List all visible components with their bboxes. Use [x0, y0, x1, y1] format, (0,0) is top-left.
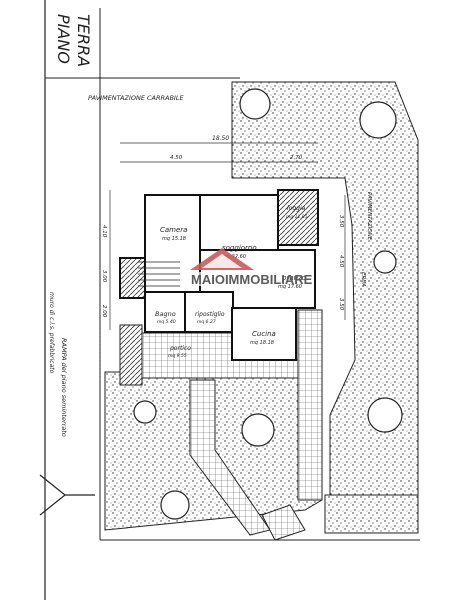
- ramp: [119, 324, 143, 386]
- room-area-ripostiglio: mq 6.27: [197, 319, 216, 325]
- north-arrow-icon: [39, 474, 95, 516]
- room-ripostiglio: [184, 291, 234, 333]
- room-area-loggia: mq 11.05: [286, 214, 308, 220]
- stairwell: [119, 257, 146, 299]
- logo: MAIOIMMOBILIARE: [188, 248, 313, 287]
- room-loggia: [277, 189, 319, 246]
- dimension-lines: [99, 142, 346, 380]
- label-grass: ERBA: [360, 272, 366, 287]
- dim-left-a: 4.10: [101, 225, 107, 238]
- room-name-bagno: Bagno: [155, 310, 176, 318]
- dim-right-a: 3.50: [338, 215, 344, 228]
- room-area-portico: mq 9.55: [168, 353, 187, 359]
- stairs: [138, 261, 180, 287]
- dim-left-b: 3.00: [101, 270, 107, 283]
- tree-top: [133, 88, 403, 520]
- gravel-right-strip: [231, 81, 419, 496]
- room-name-portico: portico: [169, 345, 191, 352]
- label-flooring: PAVIMENTAZIONE: [366, 192, 372, 241]
- label-driveway: PAVIMENTAZIONE CARRABILE: [88, 94, 184, 102]
- room-cucina: [231, 307, 297, 361]
- room-name-soggiorno: soggiorno: [222, 244, 257, 252]
- dim-top-b: 2.70: [290, 155, 303, 161]
- room-name-camera: Camera: [160, 226, 187, 234]
- gravel-right-bottom: [324, 494, 419, 534]
- room-name-ripostiglio: ripostiglio: [195, 311, 225, 318]
- dim-left-c: 2.00: [101, 305, 107, 318]
- room-name-loggia: loggia: [287, 205, 306, 212]
- title-line-2: TERRA: [74, 14, 93, 67]
- walkway-end: [261, 504, 306, 541]
- paved-path-right: [297, 309, 323, 501]
- room-area-camera: mq 15.18: [162, 236, 186, 242]
- title-line-1: PIANO: [54, 14, 73, 64]
- dim-top-total: 18.50: [212, 135, 229, 142]
- room-name-cucina: Cucina: [252, 330, 276, 338]
- room-name-pranzo: pranzo: [281, 274, 306, 282]
- dim-right-b: 4.50: [338, 255, 344, 268]
- room-area-pranzo: mq 17.60: [278, 284, 302, 290]
- label-ramp: RAMPA del piano seminterrato: [60, 338, 68, 437]
- room-area-bagno: mq 5.40: [157, 319, 176, 325]
- label-wall: muro di c.l.s. prefabbricato: [48, 292, 55, 374]
- property-boundary: [44, 0, 420, 600]
- room-area-cucina: mq 18.18: [250, 340, 274, 346]
- dim-top-a: 4.50: [170, 155, 183, 161]
- logo-text: MAIOIMMOBILIARE: [191, 272, 313, 287]
- dim-right-c: 3.50: [338, 298, 344, 311]
